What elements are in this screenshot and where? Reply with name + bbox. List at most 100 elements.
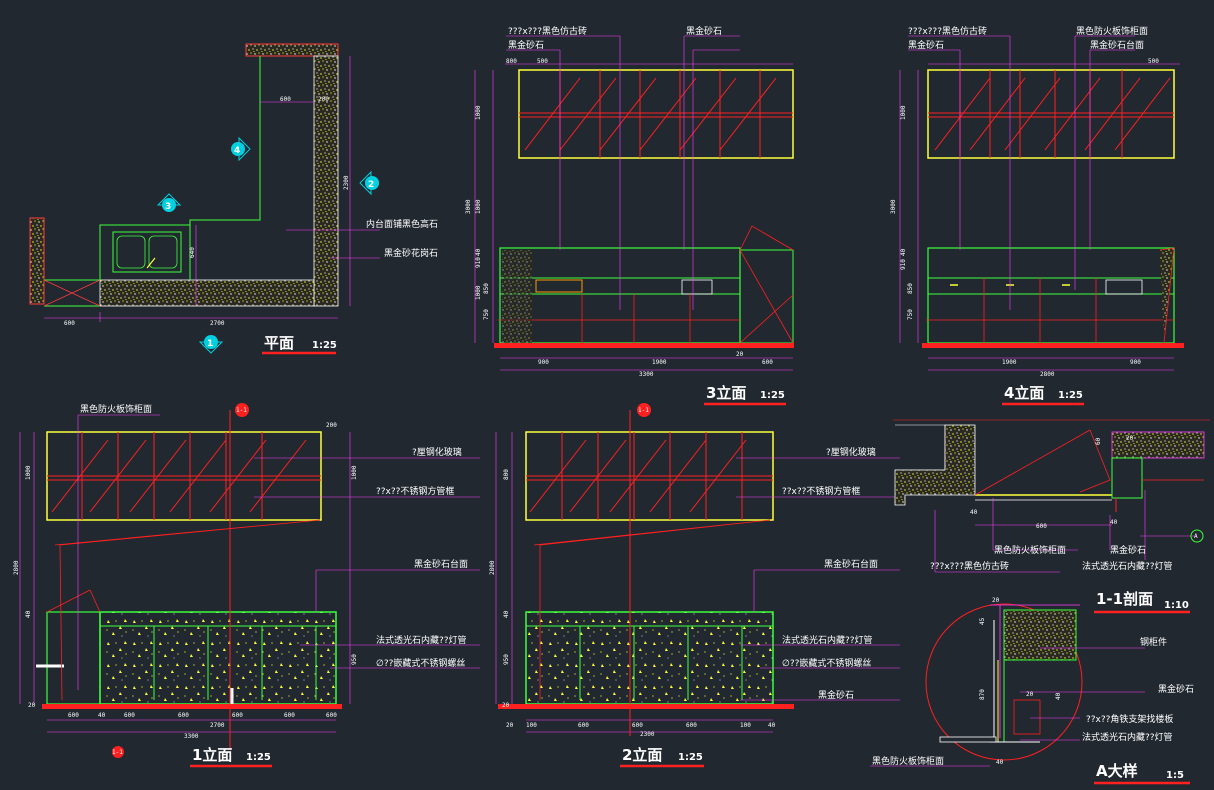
elevation-2: ?厘钢化玻璃 ??x??不锈钢方管框 黑金砂石台面 法式透光石内藏??灯管 ∅?…: [489, 403, 900, 768]
e2-note-light: 法式透光石内藏??灯管: [782, 634, 873, 646]
plan-dim-600: 600: [64, 320, 75, 327]
e2-note-stone: 黑金砂石: [818, 689, 854, 701]
e2-title: 2立面: [622, 746, 662, 764]
e1-dim-600c: 600: [178, 712, 189, 719]
e4-dim-1900: 1900: [1002, 359, 1017, 366]
section-marker-e2: 1-1: [637, 403, 651, 417]
elevation-marker-3: 3: [156, 193, 182, 212]
e2-note-steel: ??x??不锈钢方管框: [782, 485, 860, 497]
e4-note-counter: 黑金砂石台面: [1090, 39, 1144, 51]
plan-note-1: 内台面铺黑色高石: [366, 218, 438, 230]
e2-dim-40: 40: [768, 722, 776, 729]
plan-title: 平面: [264, 334, 294, 352]
e4-scale: 1:25: [1058, 390, 1083, 401]
detail-a: 钢柜件 黑金砂石 ??x??角铁支架找楼板 法式透光石内藏??灯管 黑色防火板饰…: [870, 597, 1194, 785]
da-dim-40: 40: [996, 759, 1004, 766]
e2-dim-v2800: 2800: [489, 560, 496, 575]
s11-note-tile: ???x???黑色仿古砖: [930, 560, 1009, 572]
svg-text:1-1: 1-1: [236, 407, 247, 414]
s11-title: 1-1剖面: [1096, 590, 1153, 608]
section-marker-top: 1-1: [235, 403, 249, 417]
plan-dim-200: 200: [318, 96, 329, 103]
e3-dim-500: 500: [537, 58, 548, 65]
svg-text:1-1: 1-1: [112, 749, 123, 756]
s11-dim-600: 600: [1036, 523, 1047, 530]
e3-dim-v850: 850: [483, 283, 490, 294]
e4-dim-v3000: 3000: [890, 199, 897, 214]
e2-dim-v20: 20: [502, 702, 510, 709]
elevation-3: ???x???黑色仿古砖 黑金砂石 黑金砂石 800 500 900 1900 …: [465, 25, 794, 406]
e3-dim-v910: 910: [475, 257, 482, 268]
e1-dim-200: 200: [326, 422, 337, 429]
e4-dim-v850: 850: [907, 283, 914, 294]
da-dim-20b: 20: [1026, 691, 1034, 698]
e4-note-tile: ???x???黑色仿古砖: [908, 25, 987, 37]
e3-dim-600: 600: [762, 359, 773, 366]
e3-dim-v40: 40: [475, 248, 482, 256]
plan-scale: 1:25: [312, 340, 337, 351]
svg-text:A: A: [1194, 533, 1198, 540]
da-note-stone: 黑金砂石: [1158, 683, 1194, 695]
e4-dim-2800: 2800: [1040, 371, 1055, 378]
e1-dim-600d: 600: [232, 712, 243, 719]
e4-title: 4立面: [1004, 384, 1044, 402]
s11-scale: 1:10: [1164, 600, 1189, 611]
e2-note-glass: ?厘钢化玻璃: [826, 446, 876, 458]
elevation-marker-4: 4: [231, 136, 251, 162]
e2-dim-600c: 600: [686, 722, 697, 729]
da-dim-870: 870: [979, 689, 986, 700]
svg-text:4: 4: [234, 146, 240, 156]
e1-dim-600b: 600: [124, 712, 135, 719]
s11-dim-40: 40: [970, 509, 978, 516]
s11-note-stone: 黑金砂石: [1110, 544, 1146, 556]
elevation-marker-1: 1: [198, 335, 224, 354]
svg-text:1-1: 1-1: [638, 407, 649, 414]
detail-marker-a: A: [1190, 529, 1204, 543]
e4-dim-500: 500: [1148, 58, 1159, 65]
da-dim-40b: 40: [1055, 692, 1062, 700]
e2-dim-v40: 40: [503, 610, 510, 618]
e2-dim-v950: 950: [503, 654, 510, 665]
elevation-1: 黑色防火板饰柜面 ?厘钢化玻璃 ??x??不锈钢方管框 黑金砂石台面 法式透光石…: [13, 403, 480, 768]
e1-note-board: 黑色防火板饰柜面: [80, 403, 152, 415]
e3-dim-v1000c: 1000: [475, 285, 482, 300]
e2-dim-100b: 100: [740, 722, 751, 729]
e3-dim-v1000b: 1000: [475, 199, 482, 214]
e2-note-screw: ∅??嵌藏式不锈钢螺丝: [782, 657, 871, 669]
da-note-board: 黑色防火板饰柜面: [872, 755, 944, 767]
s11-dim-60: 60: [1095, 437, 1102, 445]
e1-dim-v2800: 2800: [13, 560, 20, 575]
elevation-4: ???x???黑色仿古砖 黑金砂石 黑色防火板饰柜面 黑金砂石台面 500 19…: [890, 25, 1184, 406]
e3-dim-v1000: 1000: [475, 105, 482, 120]
e3-note-tile: ???x???黑色仿古砖: [508, 25, 587, 37]
e2-scale: 1:25: [678, 752, 703, 763]
da-title: A大样: [1096, 762, 1138, 780]
e4-dim-900: 900: [1130, 359, 1141, 366]
e4-dim-v910: 910: [900, 259, 907, 270]
e1-dim-v950: 950: [351, 654, 358, 665]
e1-dim-v1000: 1000: [25, 465, 32, 480]
elevation-marker-2: 2: [359, 170, 379, 196]
e1-scale: 1:25: [246, 752, 271, 763]
e2-dim-600a: 600: [578, 722, 589, 729]
e1-title: 1立面: [192, 746, 232, 764]
e2-dim-600b: 600: [632, 722, 643, 729]
section-marker-bottom: 1-1: [112, 746, 124, 758]
e4-note-stone: 黑金砂石: [908, 39, 944, 51]
da-scale: 1:5: [1166, 770, 1184, 781]
s11-note-board: 黑色防火板饰柜面: [994, 544, 1066, 556]
e3-scale: 1:25: [760, 390, 785, 401]
plan-dim-2300: 2300: [343, 175, 350, 190]
e3-title: 3立面: [706, 384, 746, 402]
svg-text:2: 2: [368, 180, 374, 190]
e3-dim-900: 900: [538, 359, 549, 366]
e3-note-stone-2: 黑金砂石: [686, 25, 722, 37]
e3-dim-v750: 750: [483, 309, 490, 320]
e2-dim-100: 100: [526, 722, 537, 729]
da-note-steel: 钢柜件: [1140, 636, 1167, 648]
sink-icon: [112, 231, 182, 273]
da-note-bracket: ??x??角铁支架找楼板: [1086, 713, 1173, 725]
s11-dim-20: 20: [1126, 435, 1134, 442]
e1-dim-2700: 2700: [210, 722, 225, 729]
e3-dim-3300: 3300: [639, 371, 654, 378]
